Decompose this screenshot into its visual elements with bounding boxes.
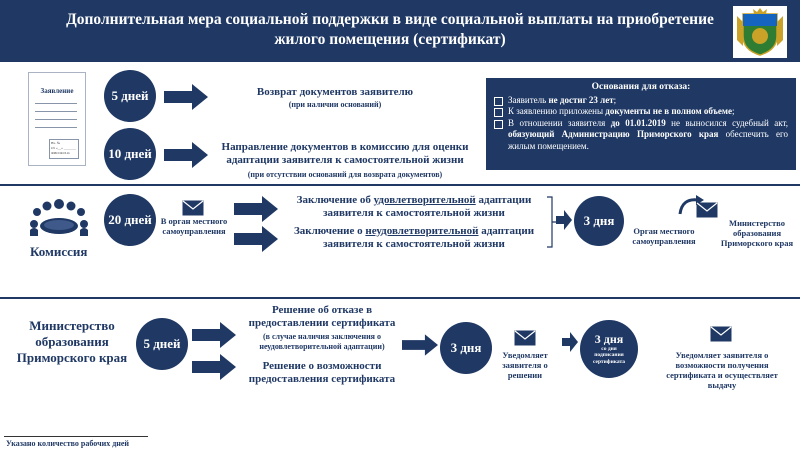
coat-of-arms-icon — [733, 6, 787, 58]
page-title: Дополнительная мера социальной поддержки… — [66, 11, 714, 48]
decision-refusal-note: (в случае наличия заключения о неудовлет… — [259, 332, 385, 351]
decision-approval: Решение о возможности предоставления сер… — [248, 360, 396, 385]
recipient-ministry: Министерство образования Приморского кра… — [720, 218, 794, 248]
arrow-right-icon — [402, 334, 438, 356]
reason-documents: К заявлению приложены документы не в пол… — [494, 106, 788, 118]
arrow-right-icon — [234, 196, 278, 222]
days-badge-5: 5 дней — [136, 318, 188, 370]
days-badge-5: 5 дней — [104, 70, 156, 122]
reasons-title: Основания для отказа: — [591, 82, 691, 92]
footnote: Указано количество рабочих дней — [6, 439, 130, 448]
envelope-icon — [710, 326, 732, 342]
decision-refusal: Решение об отказе в предоставлении серти… — [248, 304, 396, 329]
arrow-right-icon — [556, 210, 572, 230]
reason-court: В отношении заявителя до 01.01.2019 не в… — [494, 118, 788, 153]
divider — [0, 297, 800, 299]
notify-decision: Уведомляет заявителя о решении — [502, 350, 548, 380]
arrow-right-icon — [164, 84, 208, 110]
footnote-divider — [4, 436, 148, 437]
arrow-right-icon — [192, 322, 236, 348]
envelope-icon — [182, 200, 204, 216]
arrow-right-icon — [562, 332, 578, 352]
arrow-right-icon — [234, 226, 278, 252]
days-badge-10: 10 дней — [104, 128, 156, 180]
step-return-note: (при наличии оснований) — [288, 100, 382, 109]
application-document-icon: Заявление Вх. № От «__» _______ ФИО/Ф.И.… — [28, 72, 86, 166]
envelope-icon — [514, 330, 536, 346]
days-badge-3: 3 дня — [574, 196, 624, 246]
step-send-note: (при отсутствии оснований для возврата д… — [247, 170, 443, 179]
header-bar — [0, 0, 800, 62]
document-title: Заявление — [40, 87, 74, 95]
recipient-local-govt: Орган местного самоуправления — [632, 226, 696, 246]
conclusion-satisfactory: Заключение об удовлетворительной адаптац… — [296, 194, 532, 219]
arrow-right-icon — [192, 354, 236, 380]
divider — [0, 184, 800, 186]
envelope-icon — [696, 202, 718, 218]
step-return-docs: Возврат документов заявителю — [256, 86, 414, 98]
days-badge-3: 3 дня — [440, 322, 492, 374]
reason-age: Заявитель не достиг 23 лет; — [494, 95, 788, 107]
arrow-right-icon — [164, 142, 208, 168]
days-note: со дня подписания сертификата — [593, 345, 625, 365]
step-send-commission: Направление документов в комиссию для оц… — [221, 141, 469, 166]
notify-certificate: Уведомляет заявителя о возможности получ… — [666, 350, 778, 390]
days-value: 3 дня — [594, 331, 624, 346]
conclusion-unsatisfactory: Заключение о неудовлетворительной адапта… — [293, 225, 535, 250]
commission-people-icon — [30, 199, 88, 236]
days-badge-20: 20 дней — [104, 194, 156, 246]
commission-label: Комиссия — [30, 244, 88, 259]
days-badge-3-certificate: 3 дня со дня подписания сертификата — [580, 320, 638, 378]
refusal-reasons-box: Основания для отказа: Заявитель не дости… — [486, 78, 796, 170]
document-stamp: Вх. № От «__» _______ ФИО/Ф.И.О. — [49, 139, 79, 159]
ministry-label: Министерство образования Приморского кра… — [16, 318, 128, 365]
envelope-to-local-govt: В орган местного самоуправления — [160, 216, 228, 236]
